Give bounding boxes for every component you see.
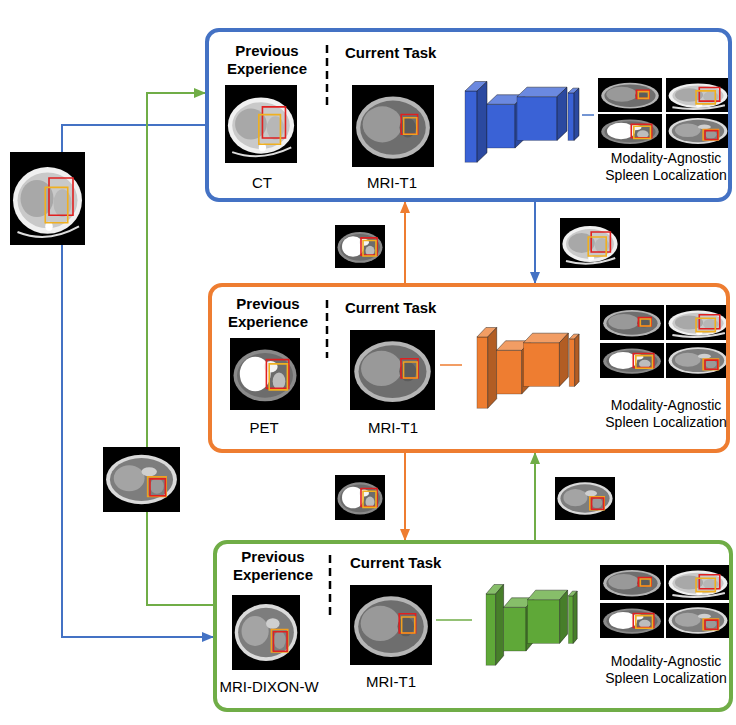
panel-label: PET bbox=[209, 419, 319, 437]
dixon-thumbnail bbox=[103, 447, 180, 512]
output-image bbox=[600, 603, 664, 638]
network-block bbox=[465, 82, 579, 163]
flow-arrow bbox=[147, 93, 213, 605]
output-image bbox=[598, 114, 662, 148]
panel-box: Previous ExperiencePET Current TaskMRI-T1… bbox=[208, 283, 730, 453]
flow-arrow bbox=[404, 202, 406, 283]
panel-heading: Current Task bbox=[345, 44, 475, 62]
panel-heading: Current Task bbox=[345, 299, 475, 317]
flow-arrow bbox=[534, 202, 536, 283]
panel-label: MRI-T1 bbox=[347, 174, 437, 192]
dixon-image bbox=[232, 595, 300, 670]
mri-t1-image bbox=[350, 585, 432, 665]
network-block bbox=[477, 328, 579, 409]
ct-thumbnail bbox=[560, 218, 620, 268]
pet-thumbnail bbox=[335, 475, 385, 520]
ct-thumbnail bbox=[10, 152, 85, 245]
panel-box: Previous ExperienceCTCurrent TaskMRI-T1M… bbox=[205, 28, 732, 202]
output-image bbox=[600, 565, 664, 600]
mri-t1-image bbox=[350, 330, 435, 410]
output-image bbox=[598, 78, 662, 112]
output-image bbox=[666, 114, 730, 148]
panel-label: MRI-T1 bbox=[348, 419, 438, 437]
panel-label: MRI-DIXON-W bbox=[215, 678, 323, 696]
output-image bbox=[600, 343, 664, 378]
dashed-divider bbox=[326, 45, 329, 105]
output-image bbox=[666, 78, 730, 112]
output-image bbox=[600, 305, 664, 340]
panel-label: Modality-Agnostic Spleen Localization bbox=[596, 653, 736, 687]
panel-label: Modality-Agnostic Spleen Localization bbox=[596, 150, 736, 184]
panel-heading: Previous Experience bbox=[223, 548, 323, 584]
flow-line bbox=[440, 364, 462, 366]
panel-heading: Current Task bbox=[350, 554, 480, 572]
ct-image bbox=[225, 85, 297, 163]
flow-line bbox=[582, 114, 594, 116]
output-image bbox=[666, 305, 730, 340]
dashed-divider bbox=[329, 555, 332, 615]
panel-heading: Previous Experience bbox=[218, 295, 318, 331]
panel-label: MRI-T1 bbox=[346, 673, 436, 691]
dashed-divider bbox=[326, 300, 329, 358]
panel-label: Modality-Agnostic Spleen Localization bbox=[596, 397, 736, 431]
flow-arrow bbox=[404, 453, 406, 540]
pet-image bbox=[230, 338, 300, 410]
panel-box: Previous ExperienceMRI-DIXON-W Current Ta… bbox=[213, 540, 733, 712]
flow-arrow bbox=[534, 453, 536, 540]
pet-thumbnail bbox=[335, 225, 385, 268]
network-block bbox=[486, 585, 577, 666]
panel-label: CT bbox=[207, 174, 317, 192]
dixon-thumbnail bbox=[555, 477, 615, 520]
output-image bbox=[666, 603, 730, 638]
output-image bbox=[666, 565, 730, 600]
output-image bbox=[666, 343, 730, 378]
panel-heading: Previous Experience bbox=[217, 42, 317, 78]
mri-t1-image bbox=[352, 85, 434, 167]
flow-line bbox=[436, 619, 472, 621]
